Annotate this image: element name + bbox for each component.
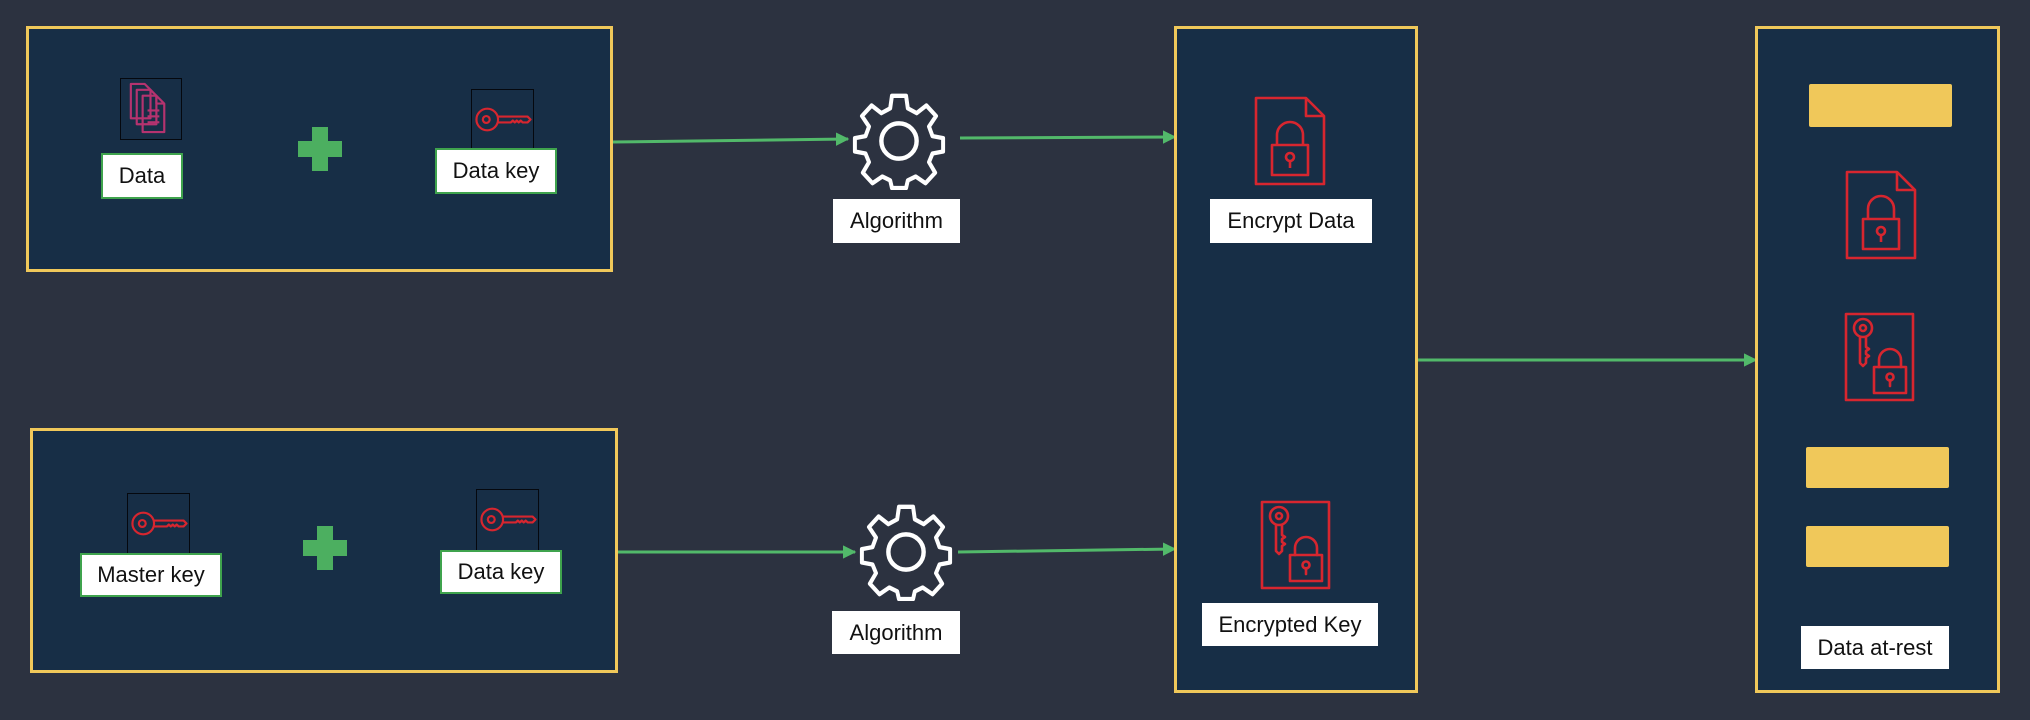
placeholder-bar (1809, 84, 1952, 127)
locked-file-icon (1253, 95, 1327, 187)
plus-icon (295, 124, 345, 174)
algorithm-label: Algorithm (832, 611, 960, 654)
data-at-rest-panel (1755, 26, 2000, 693)
encrypted-key-label: Encrypted Key (1202, 603, 1378, 646)
master-key-label: Master key (80, 553, 222, 597)
arrow-data-to-algorithm (611, 132, 850, 146)
locked-file-icon (1844, 169, 1918, 261)
key-icon (476, 489, 539, 551)
plus-icon (300, 523, 350, 573)
key-icon (471, 89, 534, 151)
key-locked-file-icon (1259, 499, 1332, 591)
gear-icon (857, 503, 955, 601)
placeholder-bar (1806, 526, 1949, 567)
data-key-label: Data key (435, 148, 557, 194)
data-key-label: Data key (440, 550, 562, 594)
algorithm-label: Algorithm (833, 199, 960, 243)
data-label: Data (101, 153, 183, 199)
arrow-algorithm-to-encrypt-data (959, 130, 1177, 144)
key-locked-file-icon (1843, 311, 1916, 403)
placeholder-bar (1806, 447, 1949, 488)
arrow-algorithm-to-encrypted-key (957, 542, 1177, 556)
key-icon (127, 493, 190, 555)
gear-icon (850, 92, 948, 190)
documents-icon (120, 78, 182, 140)
data-at-rest-label: Data at-rest (1801, 626, 1949, 669)
encrypt-data-label: Encrypt Data (1210, 199, 1372, 243)
